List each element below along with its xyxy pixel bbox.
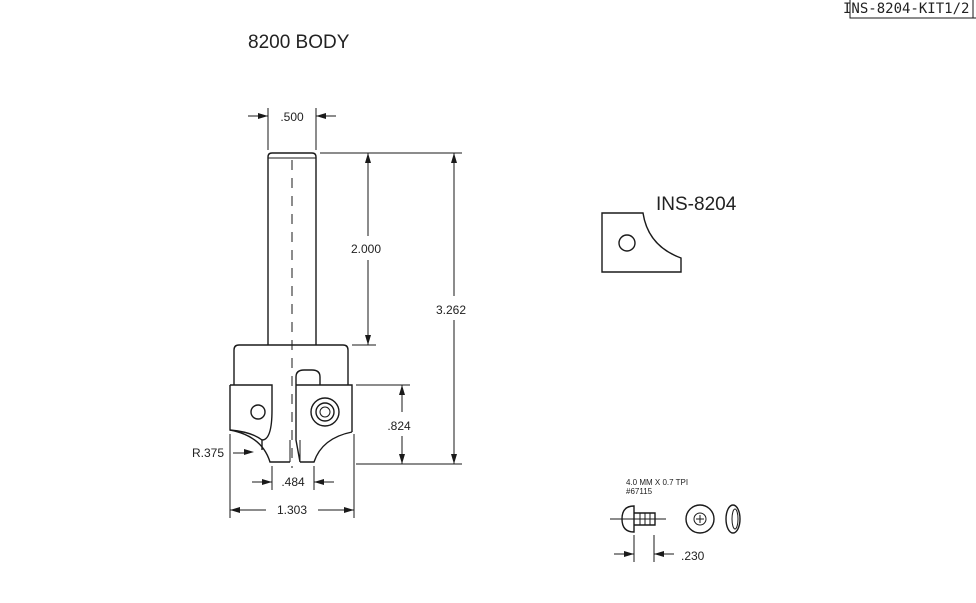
- dimension-center-width: .484: [252, 466, 334, 490]
- dimension-body-width: 1.303: [229, 434, 355, 518]
- dimension-cut-height: .824: [356, 384, 411, 464]
- body-lower-profile: [229, 429, 290, 463]
- insert-outline: [601, 212, 682, 273]
- dimension-shank-diameter: .500: [248, 108, 336, 150]
- dim-shank-dia-label: .500: [280, 110, 304, 124]
- left-screw-head: [250, 404, 266, 420]
- right-cutter-outline: [295, 384, 353, 463]
- screw-part-no-label: #67115: [626, 487, 653, 496]
- dimension-shank-length: 2.000: [320, 152, 381, 346]
- drawing-title: 8200 BODY: [248, 32, 350, 53]
- sheet-id: INS-8204-KIT1/2: [843, 1, 969, 17]
- dim-radius-label: R.375: [192, 446, 224, 460]
- dim-shank-len-label: 2.000: [351, 242, 381, 256]
- right-screw-outer: [310, 397, 340, 427]
- right-screw-head: [315, 402, 335, 422]
- screw-thread-label: 4.0 MM X 0.7 TPI: [626, 478, 688, 487]
- dimension-overall-length: 3.262: [356, 152, 466, 465]
- insert-label: INS-8204: [656, 194, 737, 215]
- dim-body-width-label: 1.303: [277, 503, 307, 517]
- screw-front-head: [685, 504, 715, 534]
- dimension-radius: R.375: [192, 446, 254, 460]
- screw-side-head: [621, 505, 635, 533]
- dim-center-width-label: .484: [281, 475, 305, 489]
- screw-detail: 4.0 MM X 0.7 TPI #67115 .230: [610, 478, 741, 563]
- router-bit-body: [229, 152, 353, 468]
- dim-overall-len-label: 3.262: [436, 303, 466, 317]
- screw-torx-recess: [693, 512, 707, 526]
- left-cutter-outline: [230, 384, 273, 450]
- body-upper-outline: [233, 344, 349, 385]
- insert-pocket-outline: [295, 369, 321, 385]
- sheet-id-box: INS-8204-KIT1/2: [843, 0, 976, 19]
- screw-edge-view: [725, 504, 741, 534]
- shank-outline: [267, 152, 317, 345]
- insert-ins-8204: INS-8204: [601, 194, 737, 273]
- insert-mounting-hole: [618, 234, 636, 252]
- dim-screw-head-label: .230: [681, 549, 705, 563]
- dim-cut-height-label: .824: [387, 419, 411, 433]
